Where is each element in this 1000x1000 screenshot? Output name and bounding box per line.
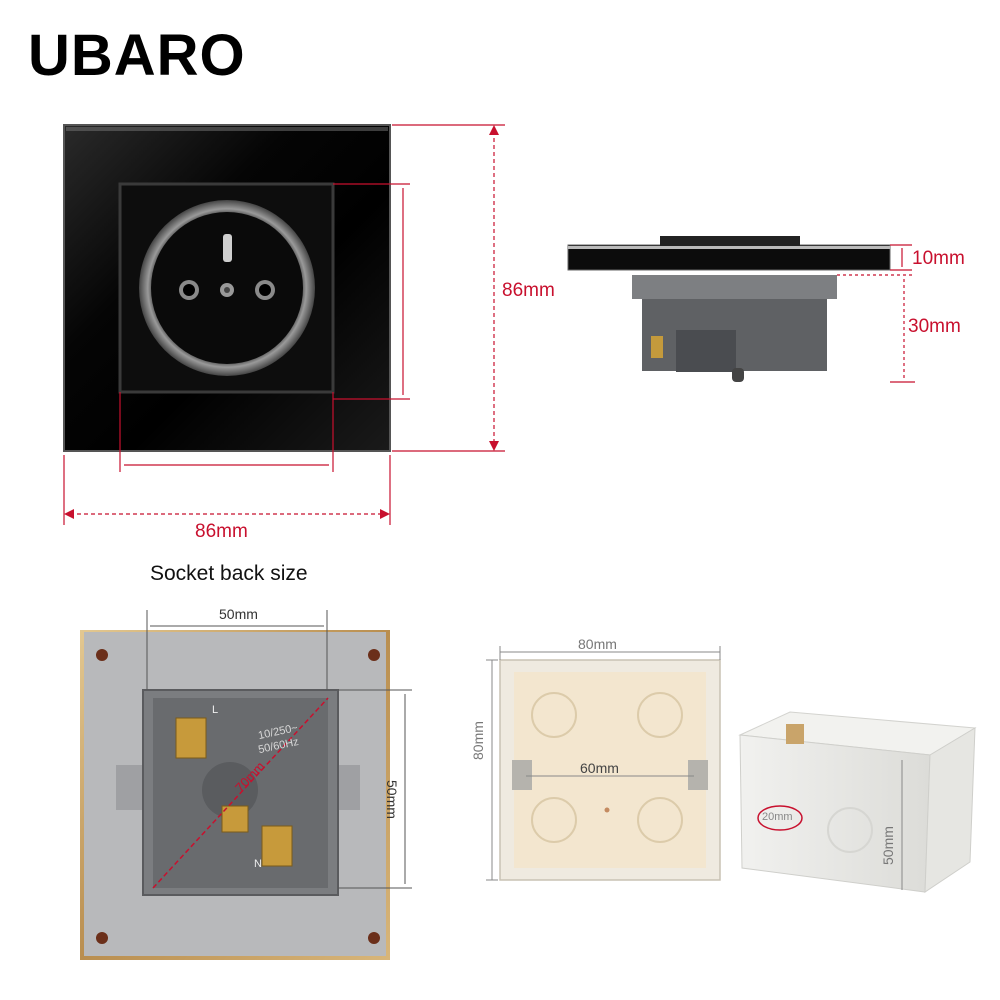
mounting-box-3d [738,711,977,893]
box-center-dot [604,807,610,813]
plate-thickness-label: 10mm [912,248,965,269]
front-width-label: 86mm [195,521,248,542]
knockout-tr [637,692,683,738]
terminal-n [261,825,293,867]
side-view-dimensions [837,244,915,383]
side-body-upper [632,275,837,299]
front-height-label: 86mm [502,280,555,301]
mount-hole-tl [96,649,108,661]
mounting-box-front [499,659,721,881]
mount-hole-tr [368,649,380,661]
front-view-dimensions [63,124,505,525]
mount-tab-left [116,765,146,810]
box3d-screw-tab [786,724,804,744]
box3d-knockout-1 [827,807,873,853]
mounting-box-dimensions [486,646,721,881]
knockout-bl [531,797,577,843]
center-screw-inner [224,287,230,293]
mount-hole-br [368,932,380,944]
terminal-earth [221,805,249,833]
back-width-label: 50mm [219,606,258,622]
brand-logo-text: UBARO [28,23,246,88]
back-height-label: 50mm [384,780,400,819]
side-terminal-screw [651,336,663,358]
diagonal-line [152,697,329,889]
plate-glint [66,127,388,131]
screw-tab-right [688,760,708,790]
back-view-socket [80,630,390,960]
terminal-l-label: L [212,704,219,716]
mount-hole-bl [96,932,108,944]
earth-pin [223,234,232,262]
live-hole-inner [183,284,195,296]
side-depth-label: 30mm [908,316,961,337]
knockout-tl [531,692,577,738]
box-depth-label: 50mm [880,826,896,865]
box-inside [514,672,706,868]
knockout-br [637,797,683,843]
box-width-label: 80mm [578,636,617,652]
side-plate-top-insert [660,236,800,246]
terminal-n-label: N [254,858,262,870]
box-screw-spacing-label: 60mm [580,760,619,776]
screw-tab-left [512,760,532,790]
side-view-socket [567,236,891,382]
back-center-boss [202,762,258,818]
back-size-caption: Socket back size [150,562,308,585]
back-view-dimensions [146,610,412,889]
terminal-l [175,717,207,759]
side-terminal-block [676,330,736,372]
box3d-right-face [924,727,976,893]
neutral-hole-inner [259,284,271,296]
box-wall-label: 20mm [762,811,793,823]
side-plate-glass [567,244,891,271]
side-plate-glint [568,246,890,249]
box3d-wall-marker [757,805,803,831]
box-height-label: 80mm [470,721,486,760]
side-pin [732,368,744,382]
front-view-socket [63,124,391,452]
